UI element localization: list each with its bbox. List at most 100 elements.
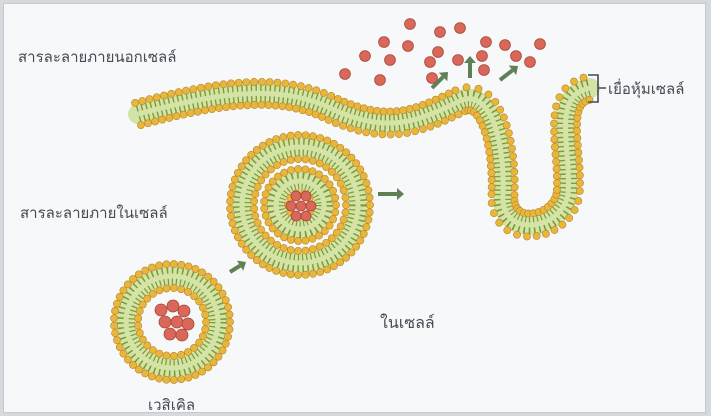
secreted-molecule <box>455 23 466 34</box>
phospholipid-head <box>316 243 323 250</box>
phospholipid-head <box>309 133 316 140</box>
phospholipid-head <box>292 105 299 112</box>
phospholipid-head <box>220 81 227 88</box>
phospholipid-head <box>227 198 234 205</box>
phospholipid-head <box>279 103 286 110</box>
phospholipid-head <box>120 350 127 357</box>
phospholipid-head <box>574 134 581 141</box>
phospholipid-head <box>182 87 189 94</box>
phospholipid-head <box>357 166 364 173</box>
phospholipid-head <box>266 138 273 145</box>
phospholipid-head <box>262 232 269 239</box>
phospholipid-head <box>226 326 233 333</box>
phospholipid-head <box>286 104 293 111</box>
phospholipid-head <box>575 197 582 204</box>
phospholipid-head <box>559 221 566 228</box>
phospholipid-head <box>574 142 581 149</box>
phospholipid-head <box>302 271 309 278</box>
phospholipid-head <box>305 84 312 91</box>
secreted-molecule <box>477 51 488 62</box>
phospholipid-head <box>306 109 313 116</box>
phospholipid-head <box>273 136 280 143</box>
phospholipid-head <box>243 246 250 253</box>
phospholipid-head <box>198 368 205 375</box>
vesicle-molecule <box>296 201 306 211</box>
phospholipid-head <box>332 194 339 201</box>
phospholipid-head <box>163 285 170 292</box>
secreted-molecule <box>535 39 546 50</box>
vesicle-molecule <box>291 191 301 201</box>
phospholipid-head <box>325 116 332 123</box>
phospholipid-head <box>280 269 287 276</box>
phospholipid-head <box>439 93 446 100</box>
phospholipid-head <box>295 237 302 244</box>
outside-solution-label: สารละลายภายนอกเซลล์ <box>18 48 176 66</box>
phospholipid-head <box>455 111 462 118</box>
inside-solution-label: สารละลายภายในเซลล์ <box>20 204 168 222</box>
phospholipid-head <box>202 318 209 325</box>
phospholipid-head <box>573 127 580 134</box>
phospholipid-head <box>299 107 306 114</box>
phospholipid-head <box>542 230 549 237</box>
vesicle-molecule <box>301 211 311 221</box>
phospholipid-head <box>550 128 557 135</box>
phospholipid-head <box>570 78 577 85</box>
inside-cell-label: ในเซลล์ <box>380 313 435 332</box>
phospholipid-head <box>387 131 394 138</box>
secreted-molecule <box>379 37 390 48</box>
phospholipid-head <box>317 134 324 141</box>
phospholipid-head <box>363 223 370 230</box>
phospholipid-head <box>413 104 420 111</box>
vesicle-molecule <box>306 201 316 211</box>
phospholipid-head <box>187 110 194 117</box>
phospholipid-head <box>551 112 558 119</box>
phospholipid-head <box>254 183 261 190</box>
phospholipid-head <box>566 214 573 221</box>
phospholipid-head <box>343 254 350 261</box>
phospholipid-head <box>190 344 197 351</box>
phospholipid-head <box>355 127 362 134</box>
phospholipid-head <box>488 169 495 176</box>
phospholipid-head <box>551 226 558 233</box>
phospholipid-head <box>163 352 170 359</box>
phospholipid-head <box>229 183 236 190</box>
phospholipid-head <box>576 172 583 179</box>
phospholipid-head <box>295 131 302 138</box>
phospholipid-head <box>148 373 155 380</box>
phospholipid-head <box>507 137 514 144</box>
phospholipid-head <box>116 293 123 300</box>
phospholipid-head <box>445 90 452 97</box>
phospholipid-head <box>290 81 297 88</box>
secreted-molecule <box>425 57 436 68</box>
phospholipid-head <box>329 187 336 194</box>
phospholipid-head <box>180 111 187 118</box>
phospholipid-head <box>487 155 494 162</box>
phospholipid-head <box>452 87 459 94</box>
phospholipid-head <box>197 84 204 91</box>
phospholipid-head <box>363 129 370 136</box>
phospholipid-head <box>353 243 360 250</box>
phospholipid-head <box>251 101 258 108</box>
phospholipid-head <box>576 179 583 186</box>
phospholipid-head <box>225 304 232 311</box>
phospholipid-head <box>238 240 245 247</box>
phospholipid-head <box>511 176 518 183</box>
phospholipid-head <box>309 246 316 253</box>
phospholipid-head <box>575 156 582 163</box>
phospholipid-head <box>223 103 230 110</box>
phospholipid-head <box>340 216 347 223</box>
phospholipid-head <box>302 156 309 163</box>
phospholipid-head <box>448 114 455 121</box>
vesicle-molecule <box>167 300 179 312</box>
phospholipid-head <box>287 132 294 139</box>
phospholipid-head <box>155 262 162 269</box>
phospholipid-head <box>124 356 131 363</box>
phospholipid-head <box>553 172 560 179</box>
phospholipid-head <box>511 168 518 175</box>
phospholipid-head <box>202 311 209 318</box>
phospholipid-head <box>354 103 361 110</box>
phospholipid-head <box>170 260 177 267</box>
phospholipid-head <box>309 168 316 175</box>
phospholipid-head <box>222 297 229 304</box>
